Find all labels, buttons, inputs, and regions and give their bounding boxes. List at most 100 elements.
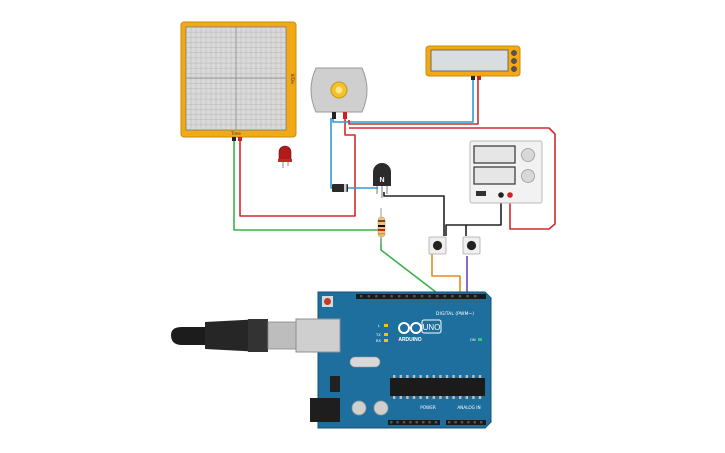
supply-display-current xyxy=(473,166,516,185)
header-pin xyxy=(409,421,412,424)
arduino-power-jack[interactable] xyxy=(310,398,340,422)
arduino-tx-label: TX xyxy=(375,333,381,337)
header-pin xyxy=(466,295,469,298)
chip-pin xyxy=(459,375,462,378)
wire-blue-motor-diode[interactable] xyxy=(330,118,345,189)
arduino-usb-port[interactable] xyxy=(295,318,341,353)
arduino-rx-label: RX xyxy=(376,339,381,343)
chip-pin xyxy=(445,375,449,378)
chip-pin xyxy=(452,375,455,378)
oscilloscope[interactable]: V/Div Time xyxy=(180,21,297,141)
oscilloscope-terminal-neg[interactable] xyxy=(232,137,236,141)
power-supply[interactable] xyxy=(469,140,543,204)
atmega-chip xyxy=(390,378,485,396)
header-pin xyxy=(413,295,416,298)
chip-pin xyxy=(459,396,462,399)
wire-blue-multimeter-motor[interactable] xyxy=(332,78,474,123)
chip-pin xyxy=(478,375,482,378)
oscilloscope-x-label: Time xyxy=(230,131,241,136)
chip-pin xyxy=(439,375,442,378)
arduino-analog-label: ANALOG IN xyxy=(457,405,480,410)
wire-red-supply-loop[interactable] xyxy=(349,127,556,230)
header-pin xyxy=(382,295,386,298)
header-pin xyxy=(480,421,483,424)
chip-pin xyxy=(419,396,422,399)
arduino-l-label: L xyxy=(378,324,380,328)
header-pin xyxy=(360,295,363,298)
chip-pin xyxy=(399,375,402,378)
header-pin xyxy=(396,421,399,424)
wire-red-multimeter[interactable] xyxy=(348,78,479,125)
chip-pin xyxy=(432,375,435,378)
dc-motor[interactable] xyxy=(310,67,368,119)
chip-pin xyxy=(472,375,475,378)
chip-pin xyxy=(426,375,429,378)
arduino-uno[interactable]: DIGITAL (PWM~) L TX RX UNO ARDUINO ON PO… xyxy=(295,291,492,429)
header-pin xyxy=(443,295,446,298)
header-pin xyxy=(428,421,431,424)
supply-knob-current[interactable] xyxy=(521,169,535,183)
chip-pin xyxy=(478,396,482,399)
transistor-label: N xyxy=(379,177,384,184)
arduino-brand: ARDUINO xyxy=(398,337,421,343)
chip-pin xyxy=(452,396,455,399)
arduino-on-label: ON xyxy=(470,338,476,342)
chip-pin xyxy=(439,396,442,399)
header-pin xyxy=(436,295,439,298)
wire-green-resistor-arduino[interactable] xyxy=(380,238,458,297)
usb-cable xyxy=(171,319,301,352)
chip-pin xyxy=(393,375,396,378)
push-button-1[interactable] xyxy=(428,236,447,255)
header-pin xyxy=(375,295,378,298)
wire-red-scope-motor[interactable] xyxy=(239,118,356,217)
header-pin xyxy=(448,421,451,424)
header-pin xyxy=(458,295,462,298)
chip-pin xyxy=(465,375,468,378)
arduino-capacitor-2 xyxy=(373,400,389,416)
chip-pin xyxy=(406,396,409,399)
arduino-capacitor-1 xyxy=(351,400,367,416)
npn-transistor[interactable]: N xyxy=(373,163,391,198)
header-pin xyxy=(474,295,477,298)
wire-orange-button-arduino[interactable] xyxy=(431,252,461,296)
power-header xyxy=(388,420,440,425)
chip-pin xyxy=(399,396,402,399)
supply-knob-voltage[interactable] xyxy=(521,148,535,162)
chip-pin xyxy=(412,375,416,378)
diode[interactable] xyxy=(332,184,348,192)
chip-pin xyxy=(445,396,449,399)
multimeter-port-1[interactable] xyxy=(511,50,517,56)
chip-pin xyxy=(472,396,475,399)
header-pin xyxy=(428,295,431,298)
supply-terminal-neg[interactable] xyxy=(498,192,504,198)
header-pin xyxy=(467,421,470,424)
chip-pin xyxy=(393,396,396,399)
chip-pin xyxy=(432,396,435,399)
push-button-2[interactable] xyxy=(462,236,481,255)
multimeter-port-2[interactable] xyxy=(511,58,517,64)
oscilloscope-terminal-pos[interactable] xyxy=(238,137,242,141)
header-pin xyxy=(434,421,438,424)
header-pin xyxy=(398,295,401,298)
supply-terminal-pos[interactable] xyxy=(507,192,513,198)
wire-black-supply-button[interactable] xyxy=(445,196,502,236)
multimeter-port-3[interactable] xyxy=(511,66,517,72)
red-led[interactable] xyxy=(278,145,292,168)
header-pin xyxy=(390,421,393,424)
multimeter-display xyxy=(430,49,509,72)
arduino-digital-label: DIGITAL (PWM~) xyxy=(436,311,474,317)
multimeter[interactable] xyxy=(425,45,521,80)
supply-display-voltage xyxy=(473,145,516,164)
header-pin xyxy=(367,295,370,298)
header-pin xyxy=(422,421,425,424)
arduino-logo xyxy=(398,322,422,334)
header-pin xyxy=(454,421,457,424)
chip-pin xyxy=(406,375,409,378)
header-pin xyxy=(405,295,408,298)
chip-pin xyxy=(412,396,416,399)
wire-black-transistor-button[interactable] xyxy=(383,192,445,236)
resistor[interactable] xyxy=(377,208,386,244)
analog-header xyxy=(446,420,486,425)
chip-pin xyxy=(426,396,429,399)
